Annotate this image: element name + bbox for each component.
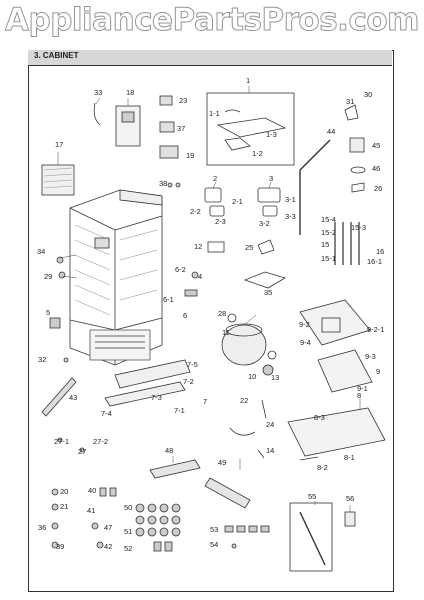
- callout-26: 26: [374, 184, 383, 193]
- callout-3-2: 3-2: [259, 219, 270, 228]
- callout-22: 22: [240, 396, 249, 405]
- callout-25: 25: [245, 243, 254, 252]
- callout-6-1: 6-1: [163, 295, 174, 304]
- callout-31: 31: [346, 97, 355, 106]
- callout-7-2: 7-2: [183, 377, 194, 386]
- callout-29: 29: [44, 272, 53, 281]
- callout-14: 14: [266, 446, 275, 455]
- refrigerator-cabinet: [69, 189, 163, 366]
- callout-32: 32: [38, 355, 47, 364]
- callout-55: 55: [308, 492, 317, 501]
- callout-39: 39: [56, 542, 65, 551]
- callout-24: 24: [266, 420, 275, 429]
- callout-36: 36: [38, 523, 47, 532]
- callout-42: 42: [104, 542, 113, 551]
- callout-9-4: 9-4: [300, 338, 311, 347]
- callout-3-1: 3-1: [285, 195, 296, 204]
- callout-1-3: 1-3: [266, 130, 277, 139]
- callout-44: 44: [327, 127, 336, 136]
- callout-1-2: 1-2: [252, 149, 263, 158]
- callout-16: 16: [376, 247, 385, 256]
- callout-18: 18: [126, 88, 135, 97]
- callout-7: 7: [203, 397, 208, 406]
- callout-12: 12: [194, 242, 203, 251]
- callout-11: 11: [222, 328, 230, 337]
- callout-16-1: 16-1: [367, 257, 383, 266]
- callout-6-2: 6-2: [175, 265, 186, 274]
- section-header: 3. CABINET: [28, 50, 392, 66]
- callout-34: 34: [37, 247, 46, 256]
- callout-37: 37: [177, 124, 186, 133]
- callout-9-3: 9-3: [365, 352, 376, 361]
- callout-47: 47: [104, 523, 113, 532]
- callout-13: 13: [271, 373, 280, 382]
- callout-35: 35: [264, 288, 273, 297]
- callout-52: 52: [124, 544, 133, 553]
- callout-48: 48: [165, 446, 174, 455]
- callout-8-1: 8-1: [344, 453, 355, 462]
- callout-30: 30: [364, 90, 373, 99]
- section-title: 3. CABINET: [34, 51, 79, 60]
- callout-53: 53: [210, 525, 219, 534]
- callout-15-4: 15-4: [321, 215, 337, 224]
- callout-19: 19: [186, 151, 195, 160]
- callout-27-2: 27-2: [93, 437, 109, 446]
- callout-1-1: 1-1: [209, 109, 220, 118]
- callout-15-3: 15-3: [351, 223, 367, 232]
- callout-1: 1: [246, 76, 251, 85]
- callout-8: 8: [357, 391, 362, 400]
- callout-27-1: 27-1: [54, 437, 70, 446]
- callout-7-4: 7-4: [101, 409, 112, 418]
- callout-4: 4: [198, 272, 203, 281]
- callout-8-2: 8-2: [317, 463, 328, 472]
- callout-17: 17: [55, 140, 64, 149]
- callout-21: 21: [60, 502, 69, 511]
- callout-5: 5: [46, 308, 51, 317]
- callout-9-2-1: 9-2-1: [367, 325, 385, 334]
- callout-9: 9: [376, 367, 381, 376]
- callout-41: 41: [87, 506, 96, 515]
- callout-27: 27: [78, 447, 87, 456]
- callout-23: 23: [179, 96, 188, 105]
- callout-7-5: 7-5: [187, 360, 198, 369]
- callout-7-3: 7-3: [151, 393, 162, 402]
- callout-20: 20: [60, 487, 69, 496]
- callout-3: 3: [269, 174, 274, 183]
- callout-54: 54: [210, 540, 219, 549]
- callout-2: 2: [213, 174, 218, 183]
- callout-56: 56: [346, 494, 355, 503]
- callout-50: 50: [124, 503, 133, 512]
- callout-2-1: 2-1: [232, 197, 243, 206]
- callout-2-3: 2-3: [215, 217, 226, 226]
- site-watermark: AppliancePartsPros.com: [5, 2, 420, 39]
- callout-43: 43: [69, 393, 78, 402]
- callout-15-2: 15-2: [321, 228, 337, 237]
- callout-9-2: 9-2: [299, 320, 310, 329]
- callout-40: 40: [88, 486, 97, 495]
- callout-2-2: 2-2: [190, 207, 201, 216]
- callout-28: 28: [218, 309, 227, 318]
- callout-10: 10: [248, 372, 257, 381]
- callout-45: 45: [372, 141, 381, 150]
- callout-51: 51: [124, 527, 133, 536]
- callout-3-3: 3-3: [285, 212, 296, 221]
- callout-6: 6: [183, 311, 188, 320]
- callout-46: 46: [372, 164, 381, 173]
- callout-15: 15: [321, 240, 330, 249]
- callout-7-1: 7-1: [174, 406, 185, 415]
- callout-33: 33: [94, 88, 103, 97]
- callout-8-3: 8-3: [314, 413, 325, 422]
- callout-15-1: 15-1: [321, 254, 337, 263]
- callout-38: 38: [159, 179, 168, 188]
- callout-9-1: 9-1: [357, 384, 368, 393]
- callout-49: 49: [218, 458, 227, 467]
